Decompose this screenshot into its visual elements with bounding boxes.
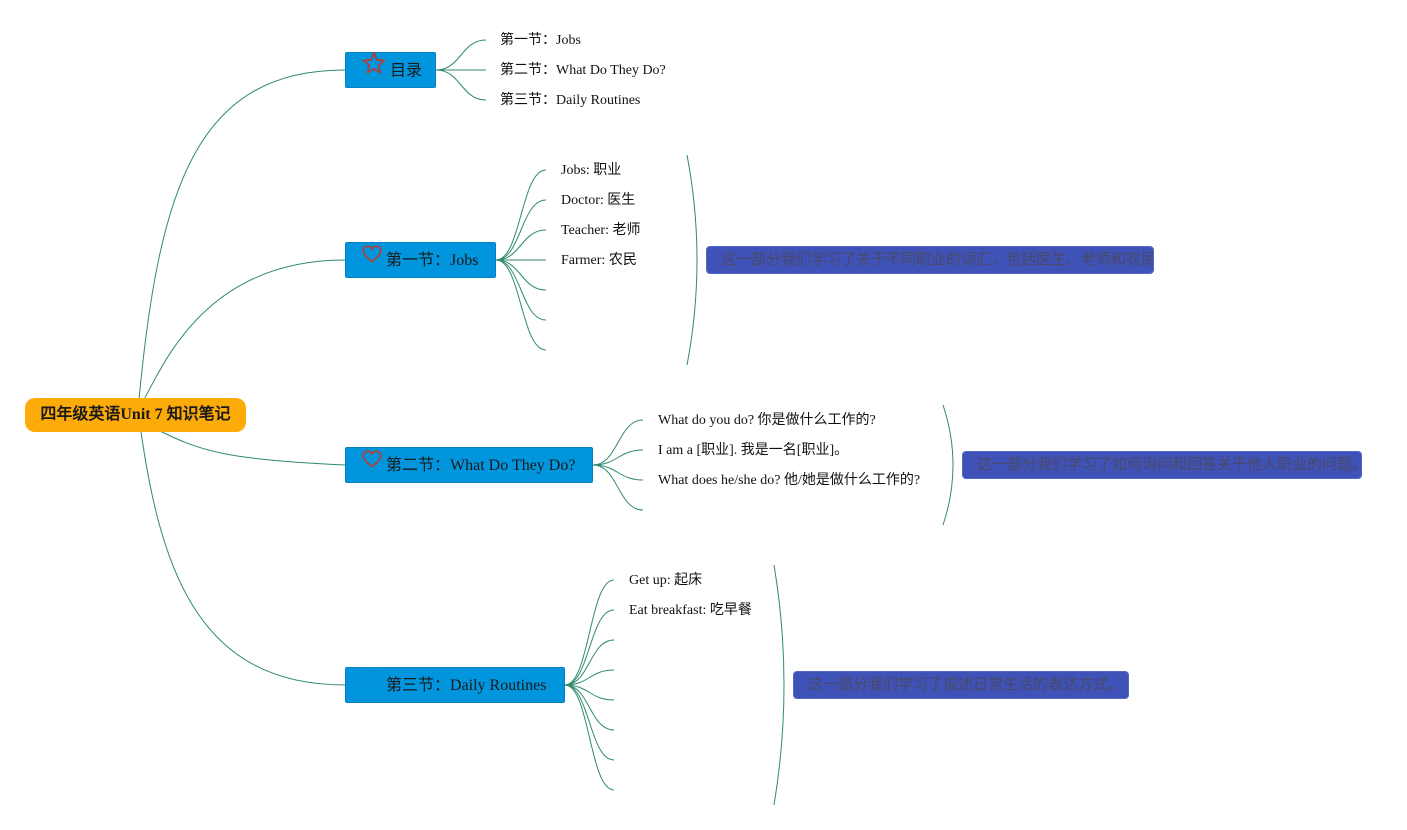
branch-section-2[interactable]: 第二节：What Do They Do? [345, 447, 593, 483]
leaf-question-you[interactable]: What do you do? 你是做什么工作的? [658, 413, 876, 428]
toc-leaf-connector [435, 69, 487, 101]
heart-icon [362, 241, 382, 277]
section3-summary-brace [773, 564, 785, 806]
section3-leaf-connector [564, 684, 615, 731]
section1-summary-brace [686, 154, 698, 366]
branch-section-3[interactable]: 第三节：Daily Routines [345, 667, 565, 703]
leaf-get-up[interactable]: Get up: 起床 [629, 573, 703, 588]
root-connector [137, 259, 346, 411]
branch-label: 第二节：What Do They Do? [386, 457, 576, 474]
section1-leaf-connector [495, 259, 547, 321]
root-connector [157, 429, 346, 466]
leaf-question-he-she[interactable]: What does he/she do? 他/她是做什么工作的? [658, 473, 921, 488]
section2-leaf-connector [592, 419, 644, 466]
section1-leaf-connector [495, 259, 547, 351]
section3-leaf-connector [564, 684, 615, 761]
heart-icon [362, 446, 382, 482]
leaf-teacher[interactable]: Teacher: 老师 [561, 223, 641, 238]
branch-label: 目录 [390, 62, 423, 80]
section2-leaf-connector [592, 464, 644, 511]
leaf-eat-breakfast[interactable]: Eat breakfast: 吃早餐 [629, 603, 752, 618]
section2-leaf-connector [592, 464, 644, 481]
star-icon [362, 51, 386, 89]
summary-section-1[interactable]: 这一部分我们学习了关于不同职业的词汇，包括医生、老师和农民等。 [706, 246, 1154, 274]
section3-leaf-connector [564, 639, 615, 686]
section3-leaf-connector [564, 579, 615, 686]
leaf-answer-i-am[interactable]: I am a [职业]. 我是一名[职业]。 [658, 443, 849, 458]
section1-leaf-connector [495, 169, 547, 261]
section1-leaf-connector [495, 259, 547, 291]
summary-section-2[interactable]: 这一部分我们学习了如何询问和回答关于他人职业的问题。 [962, 451, 1362, 479]
section3-leaf-connector [564, 684, 615, 791]
section1-leaf-connector [495, 229, 547, 261]
branch-section-1[interactable]: 第一节：Jobs [345, 242, 496, 278]
section2-leaf-connector [592, 449, 644, 466]
toc-leaf-connector [435, 39, 487, 71]
leaf-doctor[interactable]: Doctor: 医生 [561, 193, 636, 208]
section3-leaf-connector [564, 609, 615, 686]
leaf-farmer[interactable]: Farmer: 农民 [561, 253, 637, 268]
leaf-toc-3[interactable]: 第三节：Daily Routines [500, 93, 641, 108]
leaf-toc-2[interactable]: 第二节：What Do They Do? [500, 63, 666, 78]
branch-toc[interactable]: 目录 [345, 52, 436, 88]
leaf-jobs[interactable]: Jobs: 职业 [561, 163, 622, 178]
heart-icon [362, 666, 382, 702]
branch-label: 第一节：Jobs [386, 252, 479, 269]
root-topic[interactable]: 四年级英语Unit 7 知识笔记 [25, 398, 246, 432]
section1-leaf-connector [495, 199, 547, 261]
branch-label: 第三节：Daily Routines [386, 677, 547, 694]
section2-summary-brace [942, 404, 954, 526]
leaf-toc-1[interactable]: 第一节：Jobs [500, 33, 581, 48]
summary-section-3[interactable]: 这一部分我们学习了描述日常生活的表达方式。 [793, 671, 1129, 699]
root-connector [137, 409, 346, 686]
section3-leaf-connector [564, 669, 615, 686]
root-connector [137, 69, 346, 411]
